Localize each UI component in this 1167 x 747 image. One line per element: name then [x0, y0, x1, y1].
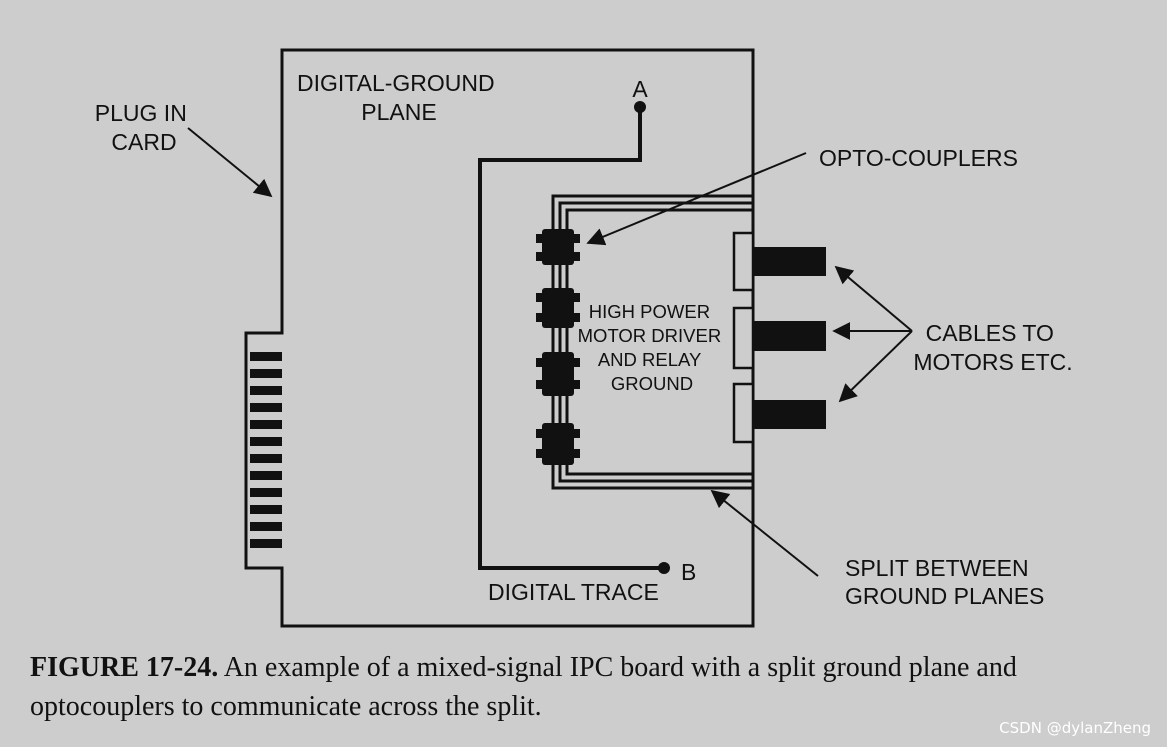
digital-trace: [478, 107, 664, 570]
motor-connectors: [732, 231, 755, 444]
caption-text: An example of a mixed-signal IPC board w…: [30, 652, 1017, 722]
opto-couplers-label: OPTO-COUPLERS: [819, 145, 1018, 171]
figure-caption: FIGURE 17-24. An example of a mixed-sign…: [30, 648, 1155, 726]
cables-to-motors-label: CABLES TO MOTORS ETC.: [913, 320, 1072, 375]
motor-cables: [753, 247, 826, 429]
high-power-ground-label: HIGH POWER MOTOR DRIVER AND RELAY GROUND: [578, 301, 727, 394]
figure-number: FIGURE 17-24.: [30, 652, 219, 683]
watermark: CSDN @dylanZheng: [999, 719, 1151, 737]
callout-arrows: [187, 127, 913, 577]
digital-ground-plane-label: DIGITAL-GROUND PLANE: [297, 70, 501, 125]
ipc-board-diagram: PLUG IN CARD DIGITAL-GROUND PLANE A B OP…: [95, 48, 1073, 628]
point-b-dot: [658, 562, 670, 574]
plug-in-card-label: PLUG IN CARD: [95, 100, 193, 155]
edge-connector: [250, 352, 282, 548]
point-a-label: A: [632, 76, 648, 102]
point-a-dot: [634, 101, 646, 113]
digital-trace-label: DIGITAL TRACE: [488, 579, 659, 605]
opto-couplers: [536, 229, 580, 465]
split-region: [551, 194, 753, 490]
point-b-label: B: [681, 559, 696, 585]
split-between-label: SPLIT BETWEEN GROUND PLANES: [845, 555, 1044, 609]
